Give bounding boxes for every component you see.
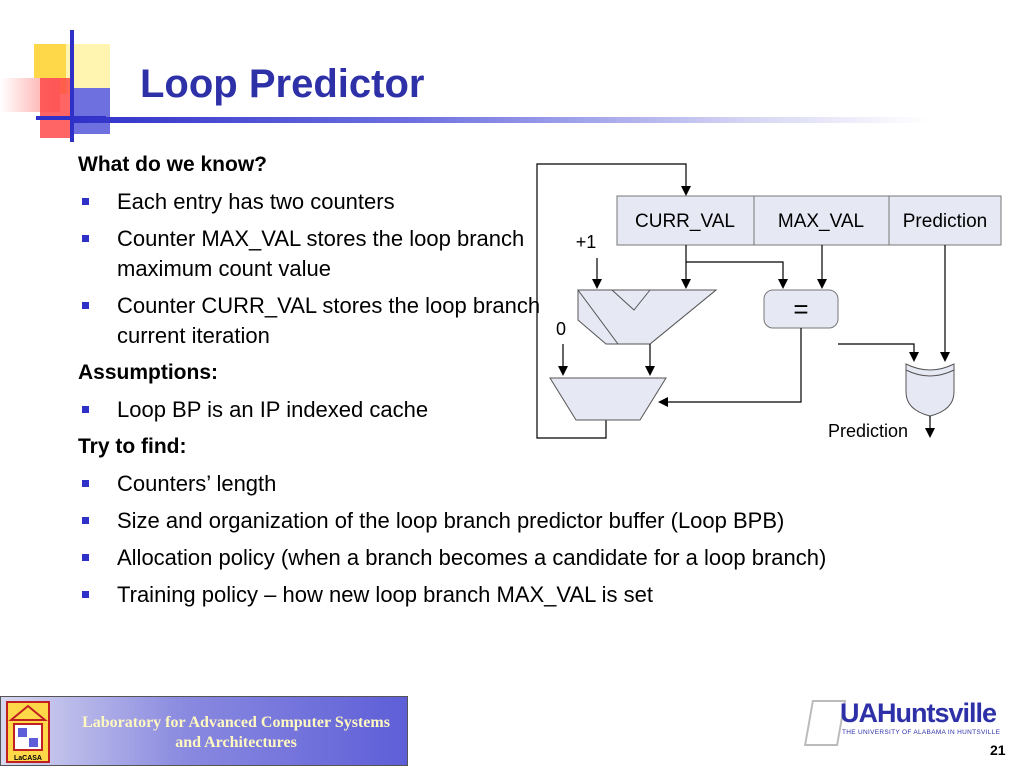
comparator-label: =: [793, 294, 808, 324]
loop-predictor-diagram: CURR_VAL MAX_VAL Prediction +1 = 0 Predi…: [536, 163, 1002, 441]
uah-logo: UAHuntsville THE UNIVERSITY OF ALABAMA I…: [803, 696, 1024, 746]
lab-name: Laboratory for Advanced Computer Systems…: [82, 714, 390, 751]
lacasa-logo: LaCASA: [6, 701, 50, 763]
curr-val-header: CURR_VAL: [635, 211, 735, 232]
slide-title: Loop Predictor: [140, 62, 425, 106]
zero-label: 0: [556, 319, 566, 339]
multiplexer: [549, 377, 667, 421]
xor-gate: [905, 363, 955, 417]
list-item: Size and organization of the loop branch…: [78, 506, 958, 536]
list-item: Counters’ length: [78, 469, 958, 499]
known-heading: What do we know?: [78, 153, 267, 176]
find-heading: Try to find:: [78, 435, 187, 458]
title-underline: [70, 117, 930, 123]
assumptions-heading: Assumptions:: [78, 361, 219, 384]
max-val-header: MAX_VAL: [778, 211, 864, 232]
list-item: Each entry has two counters: [78, 187, 958, 217]
list-item: Counter MAX_VAL stores the loop branch m…: [78, 224, 557, 284]
list-item: Allocation policy (when a branch becomes…: [78, 543, 958, 573]
list-item: Counter CURR_VAL stores the loop branch …: [78, 291, 557, 351]
output-prediction-label: Prediction: [828, 421, 908, 441]
slide-content: What do we know? Each entry has two coun…: [78, 150, 958, 617]
corner-decoration: [0, 0, 140, 150]
counter-table: CURR_VAL MAX_VAL Prediction: [616, 195, 1002, 246]
lacasa-logo-text: LaCASA: [14, 755, 42, 762]
list-item: Loop BP is an IP indexed cache: [78, 395, 958, 425]
university-name: UAHuntsville: [840, 698, 997, 728]
university-subtitle: THE UNIVERSITY OF ALABAMA IN HUNTSVILLE: [842, 729, 1001, 736]
list-item: Training policy – how new loop branch MA…: [78, 580, 958, 610]
lab-banner: LaCASA Laboratory for Advanced Computer …: [0, 696, 408, 766]
prediction-header: Prediction: [903, 211, 988, 232]
page-number: 21: [990, 742, 1006, 758]
plus-one-label: +1: [576, 232, 597, 252]
